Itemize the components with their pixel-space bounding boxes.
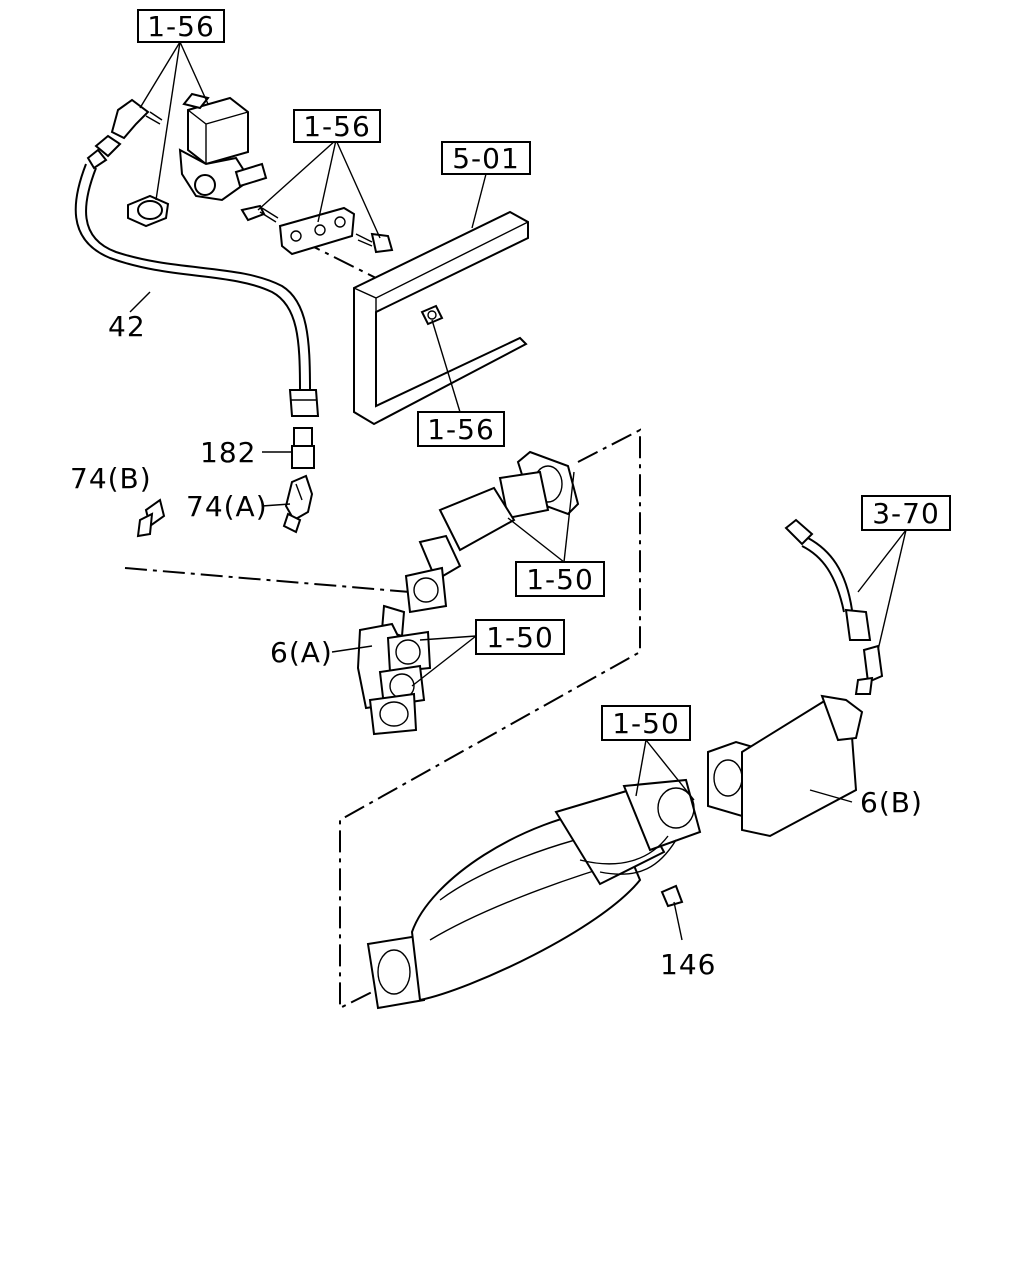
part-number-74b: 74(B) — [70, 462, 152, 495]
ref-label: 1-56 — [147, 10, 215, 43]
part-number-146: 146 — [660, 948, 716, 981]
frame-rail — [353, 210, 529, 426]
bracket — [240, 204, 394, 256]
ref-box-1-50-c[interactable]: 1-50 — [601, 705, 691, 741]
pipe-6a — [356, 604, 432, 736]
ref-box-5-01[interactable]: 5-01 — [441, 141, 531, 175]
hose-42 — [74, 163, 320, 417]
ref-label: 3-70 — [872, 497, 940, 530]
ref-label: 1-50 — [612, 707, 680, 740]
part-number-74a: 74(A) — [186, 490, 268, 523]
ref-label: 1-56 — [303, 110, 371, 143]
fitting-74a — [282, 474, 314, 534]
ref-box-1-56-top[interactable]: 1-56 — [137, 9, 225, 43]
ref-label: 1-50 — [526, 563, 594, 596]
part-number-6a: 6(A) — [270, 636, 333, 669]
pipe-6b — [707, 694, 864, 838]
catalytic-converter — [366, 778, 702, 1010]
part-number-182: 182 — [200, 436, 256, 469]
exhaust-pipe — [404, 450, 580, 614]
solenoid-valve — [86, 92, 268, 228]
ref-label: 1-50 — [486, 621, 554, 654]
ref-box-1-50-a[interactable]: 1-50 — [515, 561, 605, 597]
part-number-42: 42 — [108, 310, 146, 343]
part-number-6b: 6(B) — [860, 786, 923, 819]
leader-lines — [129, 41, 907, 941]
ref-label: 1-56 — [427, 413, 495, 446]
ref-label: 5-01 — [452, 142, 520, 175]
ref-box-1-50-b[interactable]: 1-50 — [475, 619, 565, 655]
fitting-74b — [136, 498, 166, 538]
sensor-3-70 — [784, 518, 884, 695]
adapter-182 — [291, 427, 315, 469]
ref-box-1-56-mid[interactable]: 1-56 — [293, 109, 381, 143]
ref-box-3-70[interactable]: 3-70 — [861, 495, 951, 531]
ref-box-1-56-bottom[interactable]: 1-56 — [417, 411, 505, 447]
